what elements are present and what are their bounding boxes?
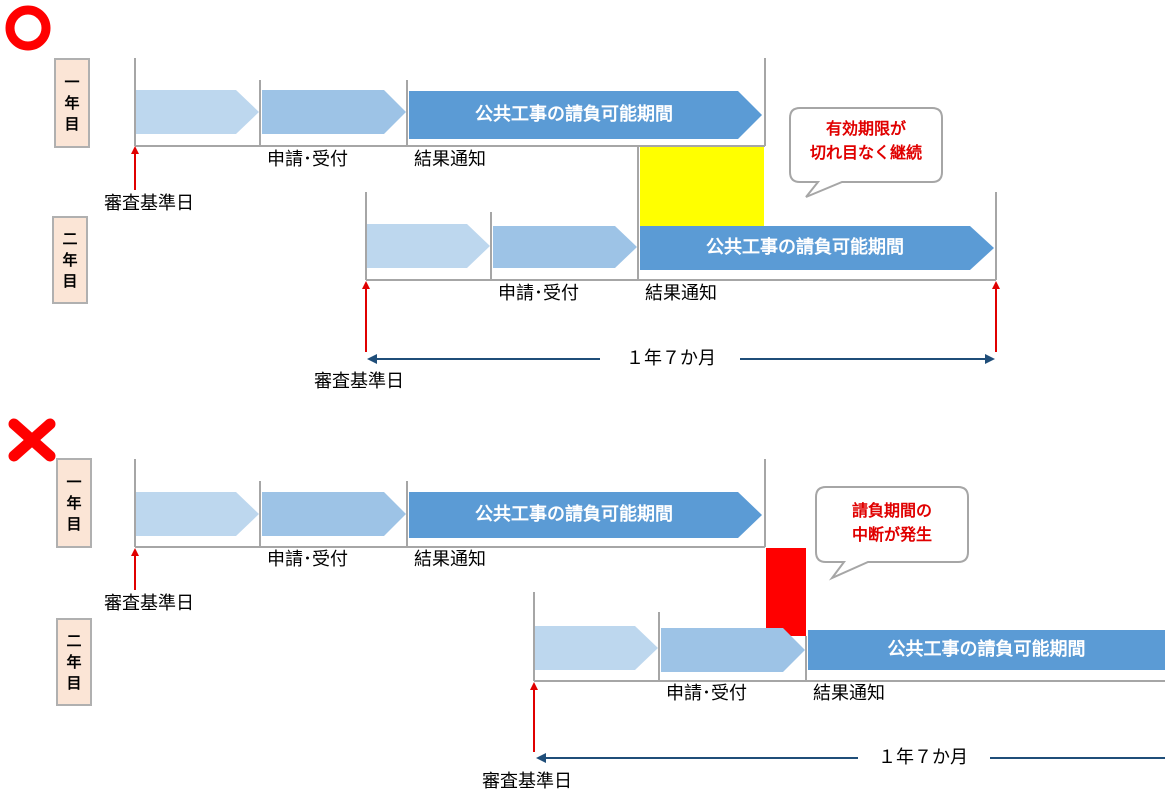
gap-highlight [766, 548, 806, 636]
duration-label: １年７か月 [872, 748, 974, 768]
callout-line: 請負期間の [851, 501, 932, 520]
result-label: 結果通知 [414, 149, 486, 170]
year-char: 年 [66, 652, 82, 671]
base-date-label: 審査基準日 [482, 771, 572, 792]
apply-label: 申請･受付 [267, 549, 348, 570]
result-label: 結果通知 [645, 283, 717, 304]
phase-arrow-application [493, 226, 637, 268]
year1-label-box: 一 年 目 [54, 58, 90, 148]
period-label: 公共工事の請負可能期間 [887, 639, 1086, 660]
cross-ng-icon [8, 418, 56, 462]
good-year2-timeline [362, 147, 1000, 364]
base-date-label: 審査基準日 [104, 193, 194, 214]
overlap-highlight [640, 147, 764, 227]
period-label: 公共工事の請負可能期間 [706, 237, 904, 258]
period-bar [808, 630, 1165, 670]
phase-arrow-application [262, 90, 406, 134]
year-char: 二 [62, 229, 78, 248]
callout-text: 請負期間の 中断が発生 [816, 499, 968, 547]
year-char: 目 [66, 514, 82, 533]
year-char: 年 [64, 93, 80, 112]
callout-line: 有効期限が [825, 119, 906, 138]
phase-arrow-application [262, 492, 406, 536]
year2-label-box: 二 年 目 [52, 216, 88, 304]
period-arrow [640, 226, 994, 270]
result-label: 結果通知 [414, 549, 486, 570]
apply-label: 申請･受付 [666, 683, 747, 704]
year-char: 年 [66, 493, 82, 512]
callout-line: 中断が発生 [851, 525, 932, 544]
period-arrow [409, 492, 762, 538]
base-date-label: 審査基準日 [104, 593, 194, 614]
callout-text: 有効期限が 切れ目なく継続 [790, 117, 942, 165]
base-date-label: 審査基準日 [314, 371, 404, 392]
callout-bubble [789, 107, 943, 198]
year-char: 年 [62, 250, 78, 269]
result-label: 結果通知 [813, 683, 885, 704]
apply-label: 申請･受付 [267, 149, 348, 170]
year-char: 一 [64, 72, 80, 91]
phase-arrow-preparation [535, 626, 658, 670]
good-year1-timeline [131, 58, 766, 190]
year1-label-box: 一 年 目 [56, 458, 92, 548]
year-char: 目 [62, 271, 78, 290]
phase-arrow-preparation [136, 90, 259, 134]
year2-label-box: 二 年 目 [56, 618, 92, 706]
bad-year1-timeline [131, 459, 766, 590]
phase-arrow-preparation [367, 224, 490, 268]
callout-bubble [815, 486, 969, 581]
period-label: 公共工事の請負可能期間 [475, 504, 673, 525]
period-label: 公共工事の請負可能期間 [475, 104, 673, 125]
duration-label: １年７か月 [620, 349, 722, 369]
phase-arrow-preparation [136, 492, 259, 536]
year-char: 目 [66, 673, 82, 692]
circle-ok-icon [5, 5, 51, 51]
year-char: 目 [64, 114, 80, 133]
year-char: 一 [66, 472, 82, 491]
period-arrow [409, 91, 762, 139]
phase-arrow-application [661, 628, 805, 672]
apply-label: 申請･受付 [498, 283, 579, 304]
bad-year2-timeline [530, 592, 1165, 763]
callout-line: 切れ目なく継続 [809, 143, 922, 162]
year-char: 二 [66, 631, 82, 650]
